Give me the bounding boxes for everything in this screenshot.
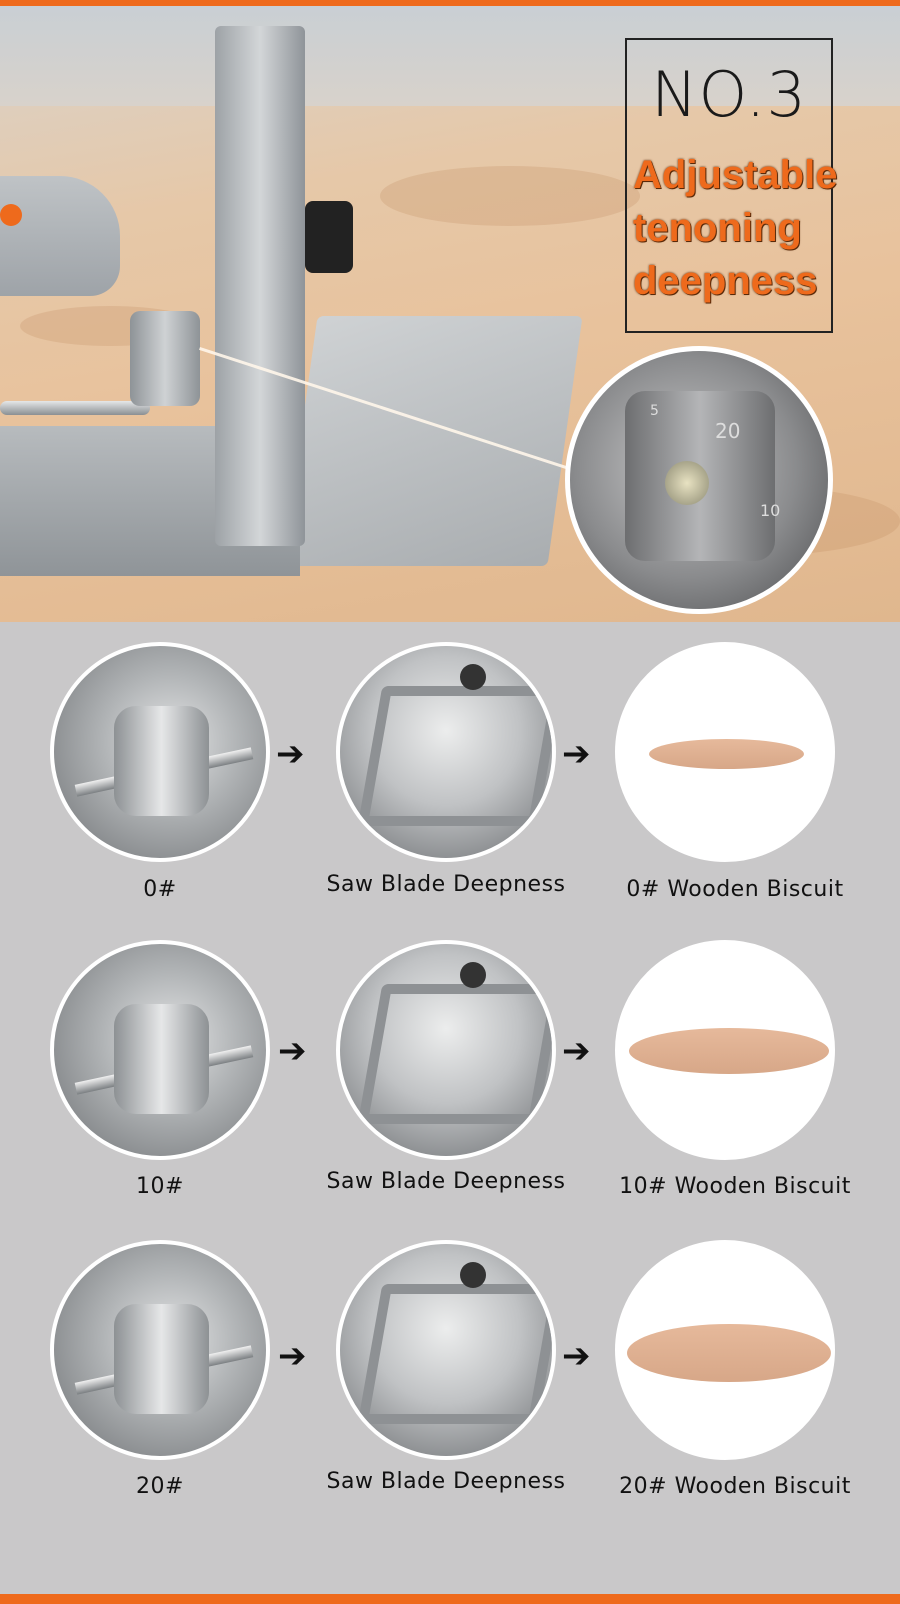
arrow-right-icon: ➔ — [278, 1031, 307, 1071]
tool-fence — [215, 26, 305, 546]
tool-knob — [305, 201, 353, 273]
tool-base-plate — [282, 316, 583, 566]
bolt-icon — [460, 1262, 486, 1288]
arrow-right-icon: ➔ — [562, 734, 591, 774]
biscuit-photo — [615, 940, 835, 1160]
blade-guard — [357, 1284, 552, 1424]
screw-icon — [665, 461, 709, 505]
blade-guard — [357, 686, 552, 826]
depth-dial — [130, 311, 200, 406]
saw-blade-photo — [336, 642, 556, 862]
bolt-icon — [460, 664, 486, 690]
tool-motor-housing — [0, 176, 120, 296]
feature-title-line: tenoning — [633, 206, 802, 250]
wood-grain — [380, 166, 640, 226]
tool-rod — [0, 401, 150, 415]
saw-blade-photo — [336, 940, 556, 1160]
hero-photo: 5 20 10 NO.3 Adjustable tenoning deepnes… — [0, 6, 900, 622]
wooden-biscuit — [649, 739, 804, 769]
blade-guard — [357, 984, 552, 1124]
feature-number: NO.3 — [651, 58, 807, 131]
wooden-biscuit — [629, 1028, 829, 1074]
dial-caption: 0# — [143, 877, 177, 902]
top-accent-bar — [0, 0, 900, 6]
biscuit-caption: 10# Wooden Biscuit — [619, 1174, 851, 1199]
dial-setting-photo — [50, 642, 270, 862]
depth-dial — [114, 1304, 209, 1414]
feature-title-line: Adjustable — [633, 153, 838, 197]
depth-dial — [114, 706, 209, 816]
biscuit-photo — [615, 642, 835, 862]
blade-caption: Saw Blade Deepness — [326, 1469, 566, 1494]
arrow-right-icon: ➔ — [276, 734, 305, 774]
feature-title: Adjustable tenoning deepness — [633, 149, 853, 308]
arrow-right-icon: ➔ — [562, 1336, 591, 1376]
bottom-accent-bar — [0, 1594, 900, 1604]
blade-caption: Saw Blade Deepness — [326, 872, 566, 897]
depth-steps-panel: ➔ ➔ 0# Saw Blade Deepness 0# Wooden Bisc… — [0, 622, 900, 1594]
biscuit-caption: 20# Wooden Biscuit — [619, 1474, 851, 1499]
depth-dial — [114, 1004, 209, 1114]
arrow-right-icon: ➔ — [278, 1336, 307, 1376]
dial-zoom-circle: 5 20 10 — [565, 346, 833, 614]
dial-number: 20 — [715, 419, 741, 443]
biscuit-caption: 0# Wooden Biscuit — [626, 877, 844, 902]
feature-title-line: deepness — [633, 259, 818, 303]
orange-switch-icon — [0, 204, 22, 226]
biscuit-photo — [615, 1240, 835, 1460]
dial-number: 10 — [760, 501, 781, 520]
dial-caption: 20# — [136, 1474, 184, 1499]
saw-blade-photo — [336, 1240, 556, 1460]
dial-setting-photo — [50, 940, 270, 1160]
arrow-right-icon: ➔ — [562, 1031, 591, 1071]
blade-caption: Saw Blade Deepness — [326, 1169, 566, 1194]
feature-frame — [625, 38, 833, 333]
dial-number: 5 — [650, 403, 659, 419]
wooden-biscuit — [627, 1324, 831, 1382]
background-wall — [0, 6, 900, 106]
dial-caption: 10# — [136, 1174, 184, 1199]
bolt-icon — [460, 962, 486, 988]
dial-setting-photo — [50, 1240, 270, 1460]
